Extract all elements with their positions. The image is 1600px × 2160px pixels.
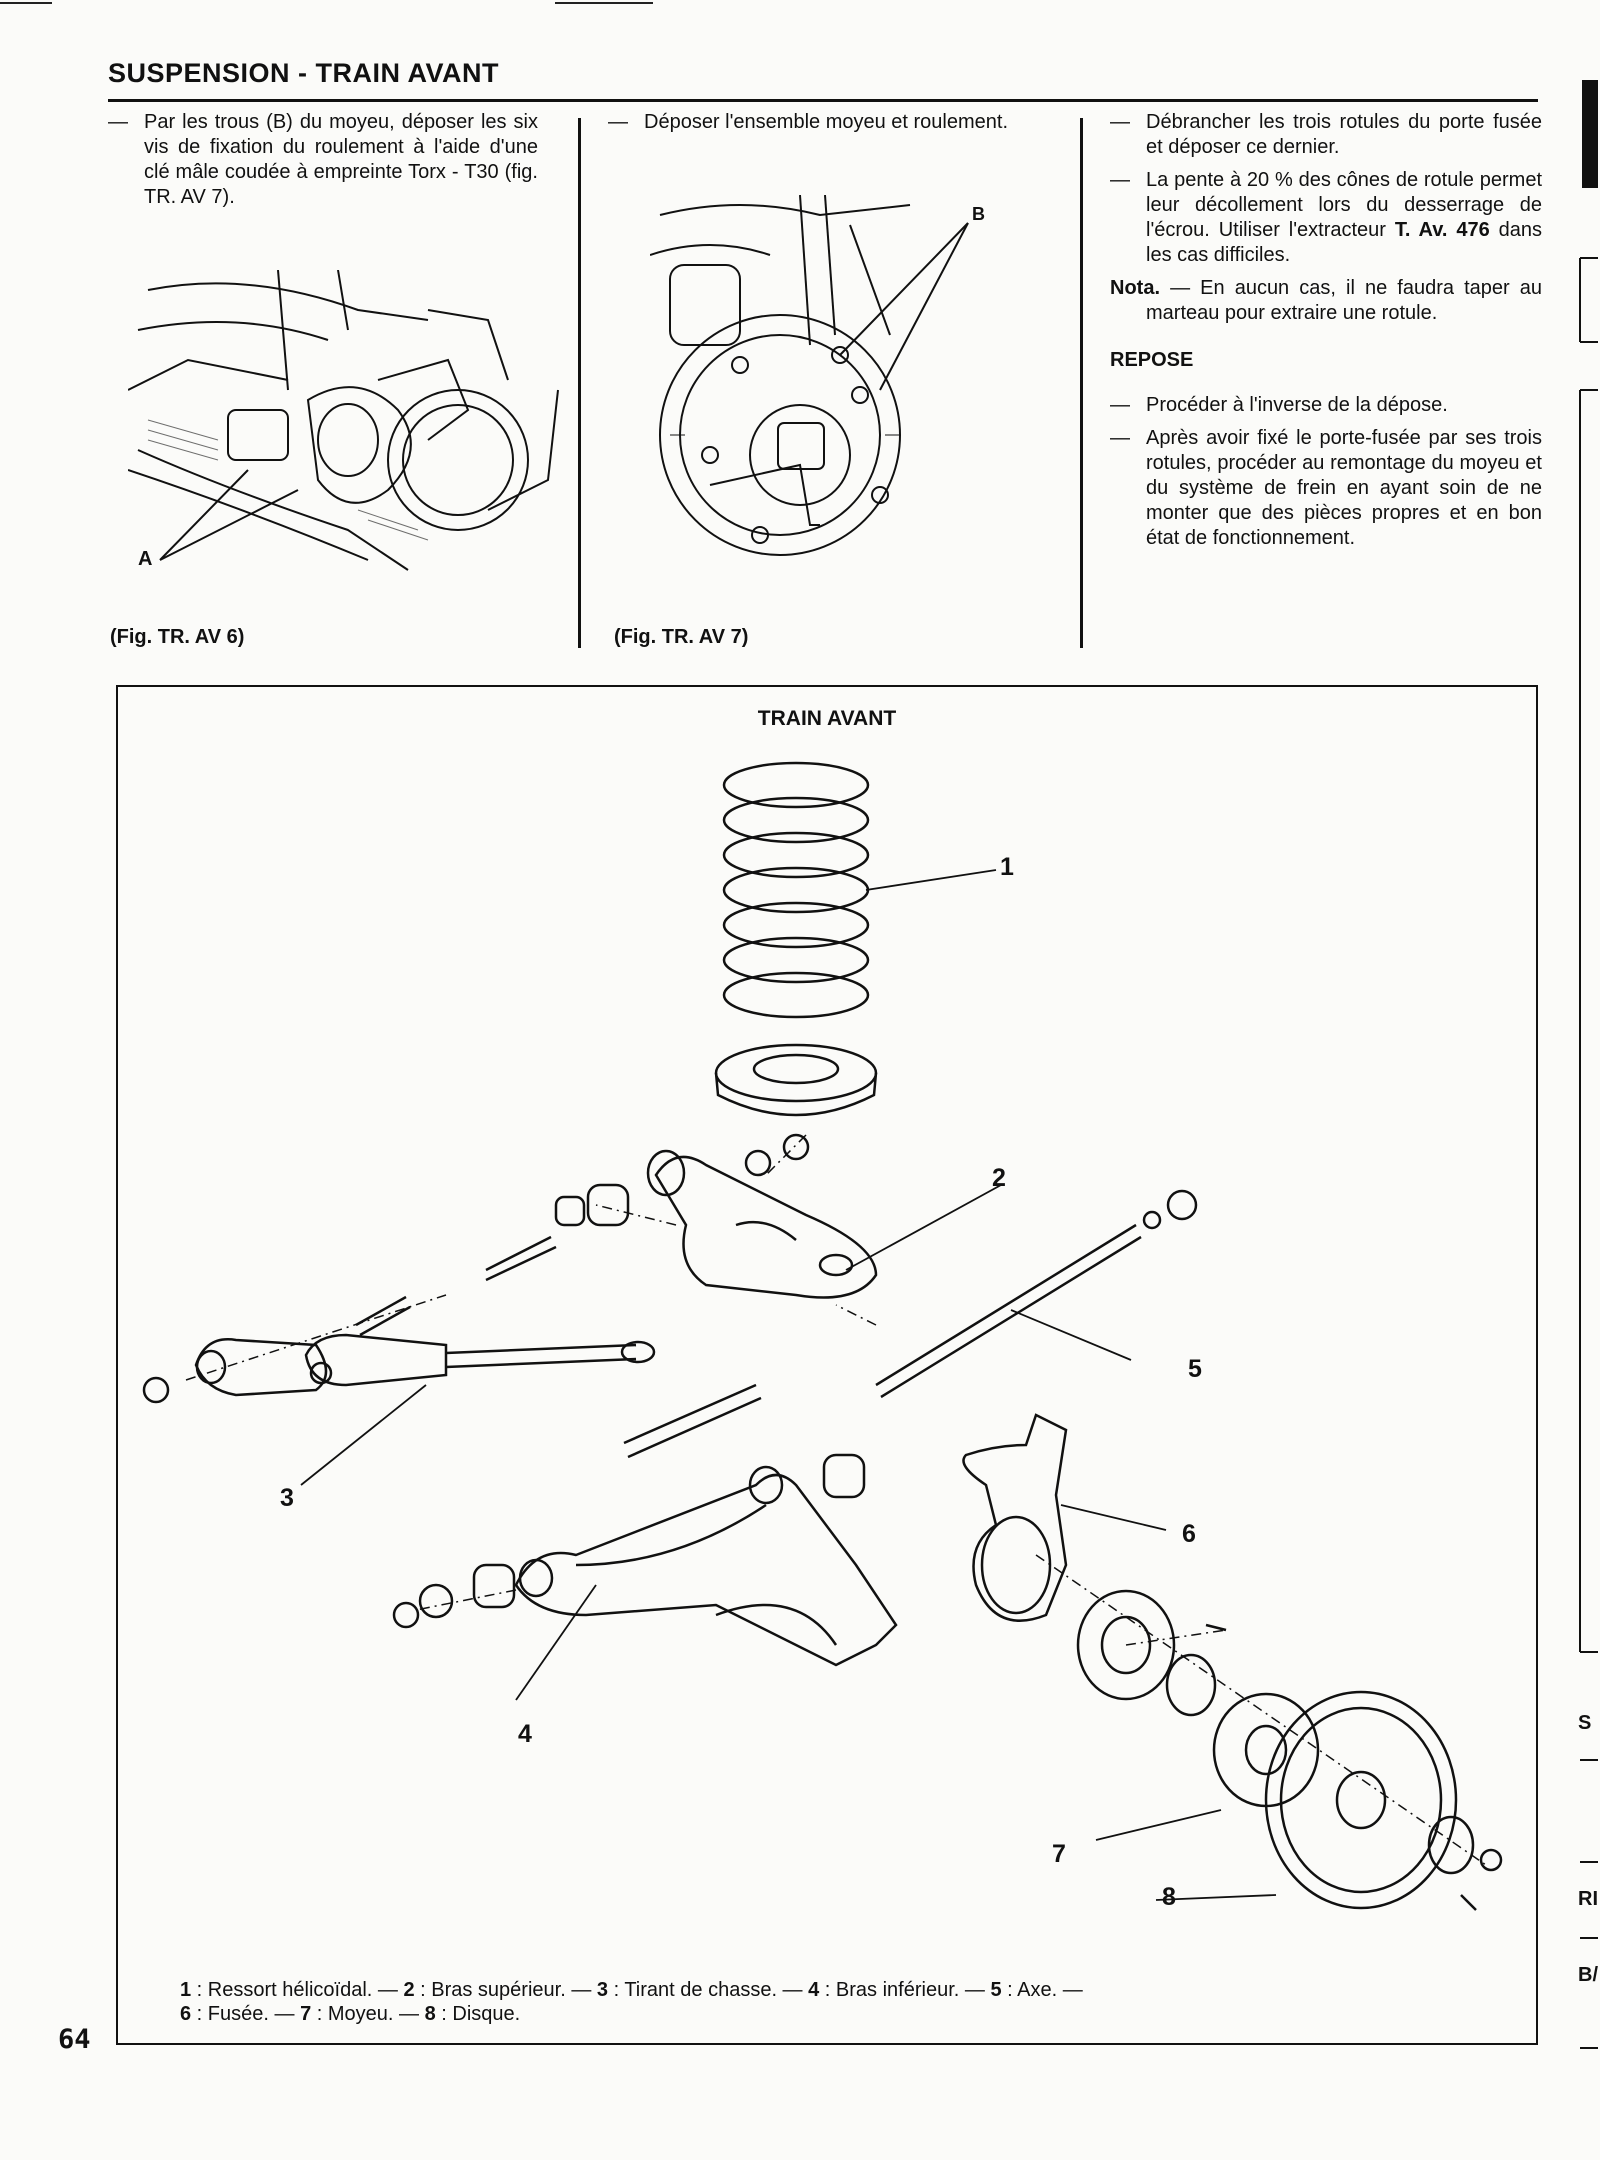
- legend-num: 8: [424, 2003, 436, 2025]
- legend-item: 6 : Fusée. —: [180, 2003, 301, 2025]
- legend-item: 7 : Moyeu. —: [300, 2003, 425, 2025]
- right-page-edge: [1579, 80, 1598, 2049]
- callout-4: 4: [518, 1720, 532, 1748]
- legend-num: 6: [180, 2003, 192, 2025]
- legend-num: 4: [808, 1979, 820, 2001]
- legend-num: 5: [990, 1979, 1002, 2001]
- legend-label: Ressort hélicoïdal.: [207, 1979, 373, 2001]
- section-title: SUSPENSION - TRAIN AVANT: [108, 58, 500, 88]
- paragraph: — La pente à 20 % des cônes de rotule pe…: [1110, 168, 1542, 268]
- nota-paragraph: Nota. — En aucun cas, il ne faudra taper…: [1110, 276, 1542, 326]
- legend-item: 1 : Ressort hélicoïdal. —: [180, 1979, 404, 2001]
- edge-letter: B/: [1578, 1964, 1598, 1986]
- legend-num: 2: [403, 1979, 415, 2001]
- callout-5: 5: [1188, 1355, 1202, 1383]
- nota-text: — En aucun cas, il ne faudra taper au ma…: [1146, 277, 1542, 324]
- legend-label: Moyeu.: [327, 2003, 394, 2025]
- callout-1: 1: [1000, 853, 1014, 881]
- dash: —: [1110, 394, 1130, 416]
- figure-label-a: A: [138, 548, 153, 570]
- repose-heading: REPOSE: [1110, 349, 1194, 371]
- edge-letter: RI: [1578, 1888, 1598, 1910]
- dash: —: [1110, 427, 1130, 449]
- tool-reference: T. Av. 476: [1394, 219, 1490, 241]
- legend-num: 7: [300, 2003, 312, 2025]
- legend-item: 5 : Axe. —: [990, 1979, 1083, 2001]
- callout-6: 6: [1182, 1520, 1196, 1548]
- legend: 1 : Ressort hélicoïdal. — 2 : Bras supér…: [180, 1978, 1460, 2026]
- column-divider-1: [578, 118, 581, 648]
- legend-label: Axe.: [1017, 1979, 1058, 2001]
- column-2: — Déposer l'ensemble moyeu et roulement.: [608, 110, 1038, 143]
- paragraph-text: Débrancher les trois rotules du porte fu…: [1146, 111, 1542, 158]
- legend-num: 3: [596, 1979, 609, 2001]
- figure-label-b: B: [972, 204, 985, 224]
- column-1: — Par les trous (B) du moyeu, déposer le…: [108, 110, 538, 218]
- paragraph-text: Déposer l'ensemble moyeu et roulement.: [644, 111, 1009, 133]
- paragraph: — Après avoir fixé le porte-fusée par se…: [1110, 426, 1542, 551]
- legend-label: Disque.: [452, 2003, 521, 2025]
- exploded-view-box: TRAIN AVANT: [116, 685, 1538, 2045]
- callout-3: 3: [280, 1484, 294, 1512]
- legend-item: 3 : Tirant de chasse. —: [596, 1979, 809, 2001]
- paragraph: — Débrancher les trois rotules du porte …: [1110, 110, 1542, 160]
- figure-tr-av-7: [650, 195, 969, 556]
- paragraph-text: Après avoir fixé le porte-fusée par ses …: [1146, 427, 1542, 549]
- legend-num: 1: [180, 1979, 192, 2001]
- edge-letter: S: [1578, 1712, 1592, 1734]
- paragraph-text: Procéder à l'inverse de la dépose.: [1146, 394, 1448, 416]
- paragraph: — Procéder à l'inverse de la dépose.: [1110, 393, 1542, 418]
- dash: —: [1110, 169, 1130, 191]
- callout-2: 2: [992, 1164, 1006, 1192]
- figure-caption-7: (Fig. TR. AV 7): [614, 626, 749, 648]
- legend-label: Tirant de chasse.: [624, 1979, 777, 2001]
- legend-item: 8 : Disque.: [424, 2003, 521, 2025]
- exploded-view-title: TRAIN AVANT: [757, 707, 897, 730]
- legend-label: Fusée.: [207, 2003, 269, 2025]
- paragraph-text-part: dans les cas difficiles.: [1146, 219, 1542, 266]
- paragraph-text-part: La pente à 20 % des cônes de rotule perm…: [1146, 169, 1542, 241]
- nota-label: Nota.: [1110, 277, 1160, 299]
- title-rule: [108, 99, 1538, 102]
- dash: —: [1110, 111, 1130, 133]
- figure-tr-av-6: [128, 270, 559, 571]
- callout-8: 8: [1162, 1883, 1176, 1911]
- dash: —: [108, 111, 128, 133]
- legend-item: 2 : Bras supérieur. —: [403, 1979, 597, 2001]
- dash: —: [608, 111, 628, 133]
- legend-item: 4 : Bras inférieur. —: [808, 1979, 991, 2001]
- top-rule-left: [0, 2, 52, 4]
- top-rule-right: [555, 2, 653, 4]
- paragraph: — Par les trous (B) du moyeu, déposer le…: [108, 110, 538, 210]
- column-3: — Débrancher les trois rotules du porte …: [1110, 110, 1542, 559]
- callout-7: 7: [1052, 1840, 1066, 1868]
- paragraph: — Déposer l'ensemble moyeu et roulement.: [608, 110, 1038, 135]
- legend-label: Bras supérieur.: [431, 1979, 566, 2001]
- page-number: 64: [58, 2024, 91, 2055]
- figure-caption-6: (Fig. TR. AV 6): [110, 626, 245, 648]
- paragraph-text: Par les trous (B) du moyeu, déposer les …: [144, 111, 538, 208]
- legend-label: Bras inférieur.: [835, 1979, 960, 2001]
- column-divider-2: [1080, 118, 1083, 648]
- paragraph-text: La pente à 20 % des cônes de rotule perm…: [1146, 168, 1542, 268]
- exploded-view-drawing: [142, 761, 1503, 1911]
